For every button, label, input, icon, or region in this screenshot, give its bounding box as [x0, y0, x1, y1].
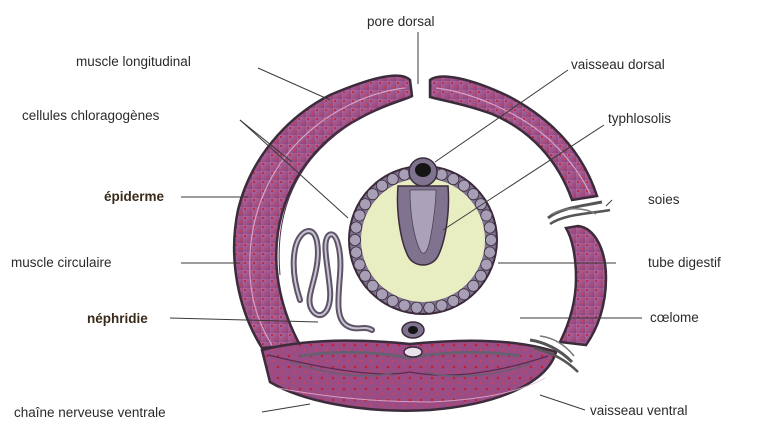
gut-cell: [349, 234, 360, 245]
gut-cell: [458, 289, 469, 300]
gut-cell: [351, 247, 362, 258]
digestive-tube: [349, 166, 497, 314]
gut-cell: [468, 189, 479, 200]
gut-cell: [475, 270, 486, 281]
gut-cell: [468, 280, 479, 291]
gut-cell: [481, 210, 492, 221]
gut-cell: [351, 222, 362, 233]
gut-cell: [436, 300, 447, 311]
label-coelome: cœlome: [650, 310, 699, 325]
gut-cell: [367, 189, 378, 200]
label-vaisseau-ventral: vaisseau ventral: [590, 403, 688, 418]
gut-cell: [376, 289, 387, 300]
gut-cell: [376, 180, 387, 191]
gut-cell: [399, 300, 410, 311]
ventral-nerve-cord: [402, 322, 424, 357]
gut-cell: [458, 180, 469, 191]
gut-cell: [360, 199, 371, 210]
body-wall-right-lower: [560, 226, 606, 345]
gut-cell: [387, 174, 398, 185]
label-soies: soies: [648, 192, 680, 207]
label-tube-digestif: tube digestif: [648, 255, 721, 270]
gut-cell: [387, 295, 398, 306]
setae-upper: [548, 202, 610, 224]
label-pore-dorsal: pore dorsal: [367, 14, 435, 29]
label-vaisseau-dorsal: vaisseau dorsal: [571, 57, 665, 72]
gut-cell: [367, 280, 378, 291]
gut-cell: [360, 270, 371, 281]
label-cellules-chloragogenes: cellules chloragogènes: [22, 108, 160, 123]
label-muscle-circulaire: muscle circulaire: [11, 255, 112, 270]
gut-cell: [448, 174, 459, 185]
dorsal-vessel: [409, 158, 437, 186]
gut-cell: [448, 295, 459, 306]
gut-cell: [411, 302, 422, 313]
gut-cell: [424, 302, 435, 313]
label-chaine-nerveuse-ventrale: chaîne nerveuse ventrale: [14, 405, 166, 420]
label-muscle-longitudinal: muscle longitudinal: [76, 54, 191, 69]
label-typhlosolis: typhlosolis: [608, 111, 671, 126]
label-nephridie: néphridie: [87, 311, 148, 326]
label-epiderme: épiderme: [104, 189, 165, 204]
gut-cell: [481, 259, 492, 270]
gut-cell: [485, 234, 496, 245]
gut-cell: [484, 222, 495, 233]
gut-cell: [354, 210, 365, 221]
gut-cell: [354, 259, 365, 270]
gut-cell: [484, 247, 495, 258]
